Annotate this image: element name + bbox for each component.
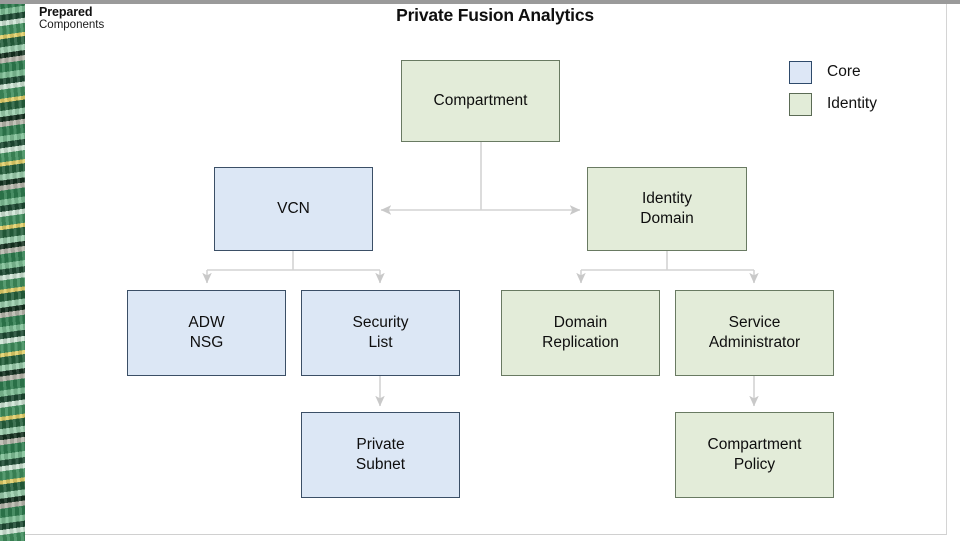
node-service-administrator[interactable]: Service Administrator (675, 290, 834, 376)
prepared-block: Prepared Components (39, 5, 104, 33)
legend-item-identity: Identity (789, 88, 877, 120)
node-vcn[interactable]: VCN (214, 167, 373, 251)
page-title: Private Fusion Analytics (396, 5, 594, 25)
node-identity-domain[interactable]: Identity Domain (587, 167, 747, 251)
node-adw-nsg[interactable]: ADW NSG (127, 290, 286, 376)
identity-swatch-icon (789, 92, 812, 116)
legend-item-core: Core (789, 56, 877, 88)
decorative-photo-strip (0, 0, 25, 541)
node-domain-replication[interactable]: Domain Replication (501, 290, 660, 376)
prepared-title: Prepared (39, 5, 93, 19)
edge-vcn-bus (207, 251, 380, 271)
node-private-subnet[interactable]: Private Subnet (301, 412, 460, 498)
prepared-subtitle: Components (39, 19, 105, 32)
legend-label-identity: Identity (827, 95, 877, 112)
node-compartment-policy[interactable]: Compartment Policy (675, 412, 834, 498)
top-divider-bar (0, 0, 960, 4)
legend-label-core: Core (827, 63, 861, 80)
edge-identity-domain-bus (581, 251, 754, 271)
legend: Core Identity (789, 56, 877, 120)
node-compartment[interactable]: Compartment (401, 60, 560, 142)
node-security-list[interactable]: Security List (301, 290, 460, 376)
core-swatch-icon (789, 60, 812, 84)
